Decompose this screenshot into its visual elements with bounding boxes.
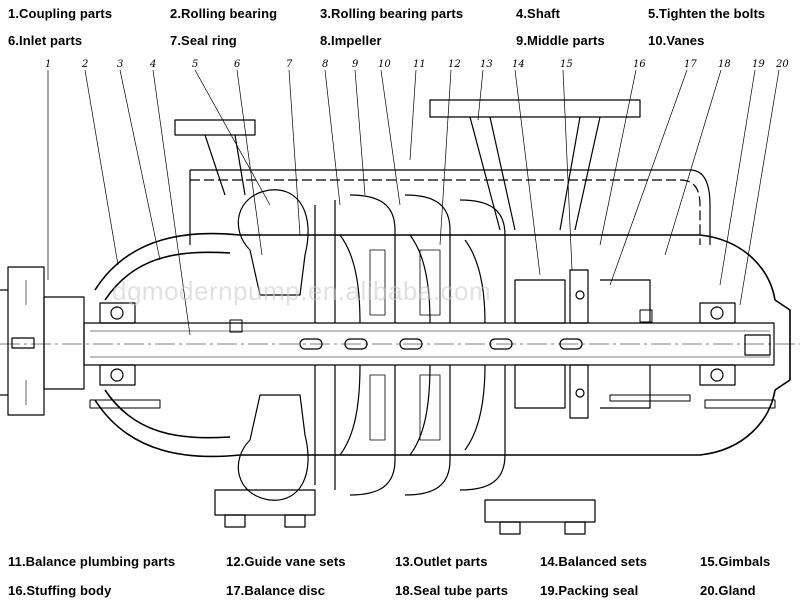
inlet-parts [214, 189, 316, 528]
callout-8: 8 [322, 59, 328, 70]
coupling-parts [0, 266, 85, 416]
legend-item-3: 3.Rolling bearing parts [320, 6, 464, 21]
legend-item-20: 20.Gland [700, 583, 756, 598]
legend-item-8: 8.Impeller [320, 33, 382, 48]
legend-item-14: 14.Balanced sets [540, 554, 648, 569]
legend-item-12: 12.Guide vane sets [226, 554, 346, 569]
callout-17: 17 [684, 59, 697, 70]
legend-item-17: 17.Balance disc [226, 583, 326, 598]
callout-6: 6 [234, 59, 241, 70]
legend-item-18: 18.Seal tube parts [395, 583, 509, 598]
legend-item-6: 6.Inlet parts [8, 33, 83, 48]
legend-item-5: 5.Tighten the bolts [648, 6, 766, 21]
impeller-stages [314, 194, 506, 496]
legend-item-9: 9.Middle parts [516, 33, 605, 48]
callout-numbers: 1 2 3 4 5 6 7 8 9 10 11 12 13 14 15 16 1… [45, 59, 789, 70]
legend-item-7: 7.Seal ring [170, 33, 237, 48]
legend-bottom-row-2: 16.Stuffing body 17.Balance disc 18.Seal… [0, 583, 800, 603]
callout-20: 20 [775, 59, 789, 70]
callout-3: 3 [117, 59, 123, 70]
callout-16: 16 [633, 59, 646, 70]
callout-4: 4 [149, 59, 156, 70]
legend-top-row-2: 6.Inlet parts 7.Seal ring 8.Impeller 9.M… [0, 33, 800, 53]
callout-1: 1 [45, 59, 51, 70]
callout-11: 11 [413, 59, 426, 70]
legend-item-2: 2.Rolling bearing [170, 6, 278, 21]
pump-cross-section-drawing: 1 2 3 4 5 6 7 8 9 10 11 12 13 14 15 16 1… [0, 59, 800, 535]
upper-pipe [174, 119, 711, 245]
legend-item-16: 16.Stuffing body [8, 583, 112, 598]
legend-item-19: 19.Packing seal [540, 583, 639, 598]
callout-10: 10 [378, 59, 391, 70]
outlet-parts [429, 99, 641, 535]
callout-18: 18 [718, 59, 731, 70]
callout-19: 19 [752, 59, 765, 70]
callout-15: 15 [560, 59, 573, 70]
legend-top-row-1: 1.Coupling parts 2.Rolling bearing 3.Rol… [0, 6, 800, 26]
callout-7: 7 [286, 59, 293, 70]
balance-section [514, 269, 651, 419]
legend-item-15: 15.Gimbals [700, 554, 771, 569]
shaft [0, 322, 800, 366]
legend-item-1: 1.Coupling parts [8, 6, 113, 21]
legend-item-10: 10.Vanes [648, 33, 705, 48]
legend-item-11: 11.Balance plumbing parts [8, 554, 176, 569]
watermark-text: dgmodernpump.en.alibaba.com [112, 276, 491, 306]
callout-2: 2 [81, 59, 88, 70]
leader-lines [47, 69, 780, 336]
callout-12: 12 [448, 59, 461, 70]
legend-item-4: 4.Shaft [516, 6, 561, 21]
callout-13: 13 [480, 59, 493, 70]
tighten-bolts [89, 309, 776, 409]
callout-14: 14 [512, 59, 525, 70]
legend-bottom-row-1: 11.Balance plumbing parts 12.Guide vane … [0, 554, 800, 574]
pump-casing [94, 232, 791, 458]
rolling-bearings [99, 302, 736, 386]
legend-item-13: 13.Outlet parts [395, 554, 488, 569]
callout-5: 5 [192, 59, 198, 70]
callout-9: 9 [352, 59, 359, 70]
